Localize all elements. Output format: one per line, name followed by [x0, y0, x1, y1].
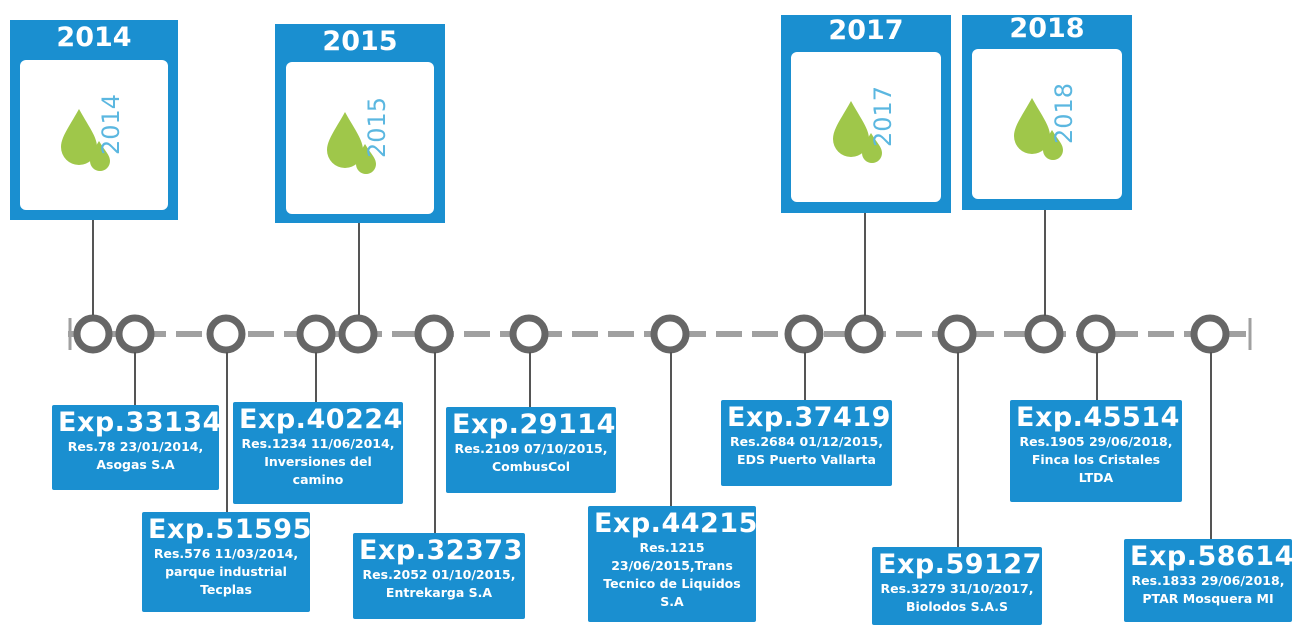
entry-title: Exp.58614 [1130, 541, 1294, 572]
year-card-2017: 2017 2017 [781, 15, 951, 213]
entry-detail: Res.2052 01/10/2015,Entrekarga S.A [362, 567, 516, 600]
connector-2017 [864, 213, 866, 316]
icon-year-text: 2017 [869, 87, 897, 147]
timeline-node [844, 314, 884, 354]
connector-exp-32373 [434, 352, 436, 535]
year-label: 2017 [828, 15, 904, 46]
entry-exp-51595: Exp.51595 Res.576 11/03/2014,parque indu… [142, 512, 312, 612]
year-icon-panel: 2018 [972, 49, 1122, 199]
entry-exp-40224: Exp.40224 Res.1234 11/06/2014,Inversione… [233, 402, 403, 504]
entry-exp-45514: Exp.45514 Res.1905 29/06/2018,Finca los … [1010, 400, 1182, 502]
timeline-node [115, 314, 155, 354]
timeline-node [296, 314, 336, 354]
year-icon-panel: 2015 [286, 62, 434, 214]
entry-detail: Res.2684 01/12/2015,EDS Puerto Vallarta [730, 434, 883, 467]
entry-exp-58614: Exp.58614 Res.1833 29/06/2018,PTAR Mosqu… [1124, 539, 1294, 622]
timeline-node [509, 314, 549, 354]
entry-title: Exp.37419 [727, 402, 891, 433]
icon-year-text: 2015 [363, 98, 391, 158]
entry-detail: Res.78 23/01/2014,Asogas S.A [67, 439, 204, 472]
entry-title: Exp.44215 [594, 508, 758, 539]
icon-year-text: 2018 [1050, 84, 1078, 144]
timeline-node [414, 314, 454, 354]
connector-exp-51595 [226, 352, 228, 514]
connector-2014 [92, 220, 94, 315]
connector-exp-45514 [1096, 352, 1098, 402]
connector-exp-40224 [315, 352, 317, 404]
entry-title: Exp.33134 [58, 407, 222, 438]
year-card-2018: 2018 2018 [962, 13, 1132, 210]
year-label: 2014 [56, 22, 132, 53]
timeline-node [1190, 314, 1230, 354]
water-drops-icon: 2015 [327, 98, 391, 174]
entry-exp-59127: Exp.59127 Res.3279 31/10/2017,Biolodos S… [872, 547, 1042, 625]
year-card-2015: 2015 2015 [275, 24, 445, 223]
timeline-node [784, 314, 824, 354]
water-drops-icon: 2018 [1014, 84, 1078, 160]
entry-title: Exp.51595 [148, 514, 312, 545]
entry-detail: Res.1833 29/06/2018,PTAR Mosquera MI [1131, 573, 1285, 606]
icon-year-text: 2014 [97, 95, 125, 155]
timeline-node [73, 314, 113, 354]
timeline-node [937, 314, 977, 354]
year-label: 2018 [1009, 13, 1085, 44]
connector-2018 [1044, 210, 1046, 316]
connector-exp-37419 [804, 352, 806, 402]
connector-exp-29114 [529, 352, 531, 409]
water-drops-icon: 2014 [61, 95, 125, 171]
connector-exp-33134 [134, 352, 136, 407]
connector-exp-58614 [1210, 352, 1212, 541]
year-icon-panel: 2017 [791, 52, 941, 202]
entry-title: Exp.29114 [452, 409, 616, 440]
entry-exp-29114: Exp.29114 Res.2109 07/10/2015,CombusCol [446, 407, 616, 493]
entry-title: Exp.59127 [878, 549, 1042, 580]
connector-exp-44215 [670, 352, 672, 508]
connector-2015 [358, 223, 360, 315]
water-drops-icon: 2017 [833, 87, 897, 163]
entry-exp-33134: Exp.33134 Res.78 23/01/2014,Asogas S.A [52, 405, 222, 490]
entry-detail: Res.3279 31/10/2017,Biolodos S.A.S [880, 581, 1034, 614]
year-label: 2015 [322, 26, 398, 57]
entry-exp-37419: Exp.37419 Res.2684 01/12/2015,EDS Puerto… [721, 400, 892, 486]
timeline-node [338, 314, 378, 354]
year-icon-panel: 2014 [20, 60, 168, 210]
year-card-2014: 2014 2014 [10, 20, 178, 220]
timeline-node [206, 314, 246, 354]
entry-detail: Res.2109 07/10/2015,CombusCol [454, 441, 608, 474]
entry-exp-32373: Exp.32373 Res.2052 01/10/2015,Entrekarga… [353, 533, 525, 619]
timeline-node [650, 314, 690, 354]
timeline-node [1024, 314, 1064, 354]
entry-title: Exp.45514 [1016, 402, 1180, 433]
entry-title: Exp.40224 [239, 404, 403, 435]
timeline-node [1076, 314, 1116, 354]
entry-title: Exp.32373 [359, 535, 523, 566]
connector-exp-59127 [957, 352, 959, 549]
